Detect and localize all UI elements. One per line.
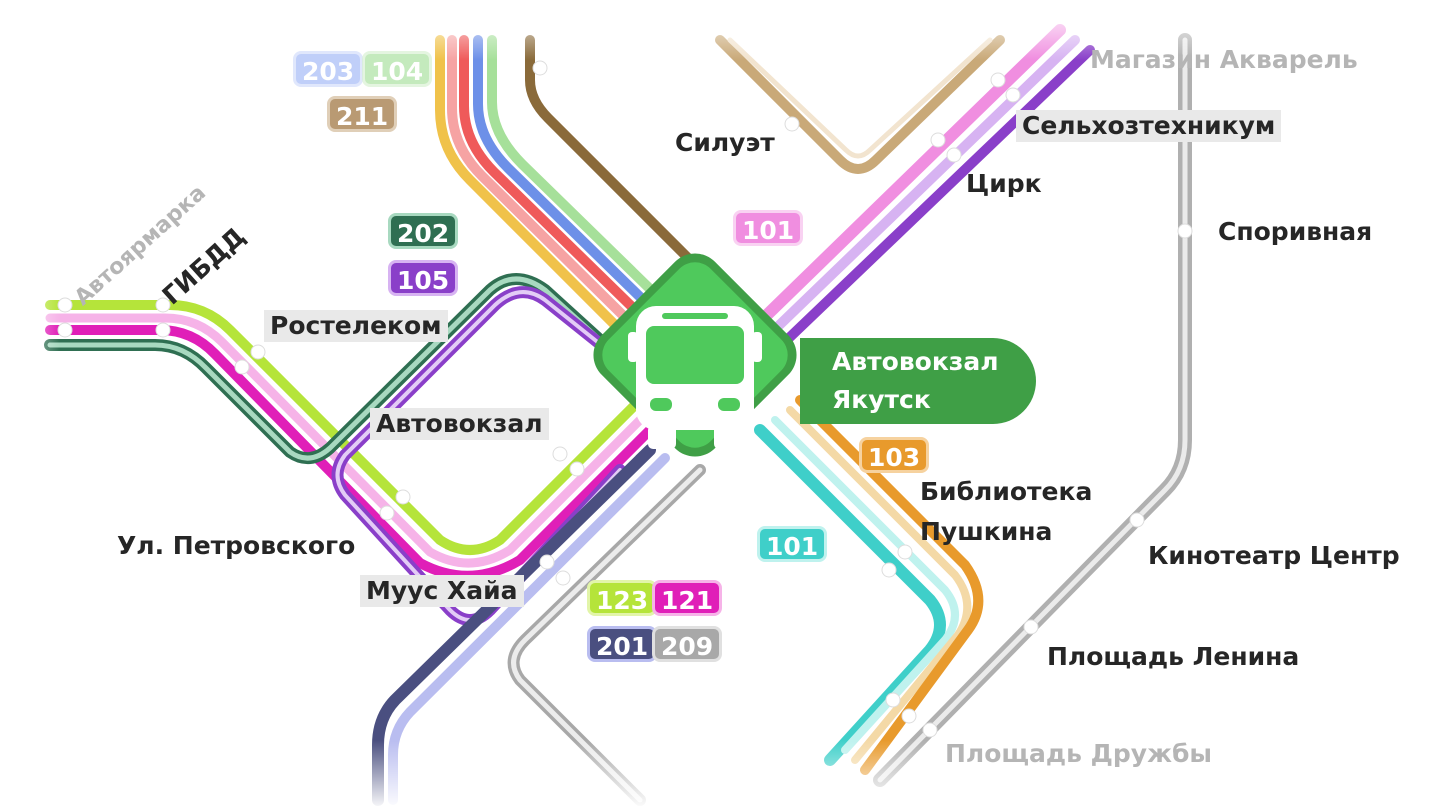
hub-name-line1: Автовокзал [832, 347, 999, 376]
station-label-avtovokzal[interactable]: Автовокзал [370, 408, 549, 440]
station-dot[interactable] [897, 544, 913, 560]
route-bundle-north [435, 35, 705, 365]
hub-label-box[interactable] [800, 338, 1036, 424]
route-badge-104[interactable]: 104 [362, 51, 433, 87]
station-dot[interactable] [990, 72, 1006, 88]
station-dot[interactable] [885, 692, 901, 708]
station-dot[interactable] [1177, 223, 1193, 239]
station-dot[interactable] [379, 505, 395, 521]
station-label-rostelecom[interactable]: Ростелеком [264, 310, 448, 342]
route-badge-103[interactable]: 103 [859, 437, 930, 473]
station-dot[interactable] [881, 562, 897, 578]
route-line-lightgreen [487, 35, 695, 333]
station-label-sporivnaya[interactable]: Споривная [1218, 217, 1373, 246]
route-line-red [459, 35, 675, 349]
route-line-pink [447, 35, 665, 357]
route-badge-101-south[interactable]: 101 [757, 526, 828, 562]
station-label-biblioteka-text: Библиотека Пушкина [920, 477, 1093, 546]
station-dot[interactable] [155, 322, 171, 338]
station-label-magazin[interactable]: Магазин Акварель [1090, 45, 1358, 74]
station-label-petrovskogo[interactable]: Ул. Петровского [117, 531, 356, 560]
station-dot[interactable] [922, 722, 938, 738]
station-dots [57, 60, 1193, 738]
hub-label: Автовокзал Якутск [832, 343, 999, 419]
station-label-siluet[interactable]: Силуэт [675, 128, 775, 157]
station-label-ploshad-druzhby[interactable]: Площадь Дружбы [945, 739, 1213, 768]
route-line-blue [473, 35, 685, 341]
route-bundle-west [44, 273, 665, 581]
route-grey-right [873, 33, 1192, 787]
station-dot[interactable] [555, 570, 571, 586]
station-label-kinoteatr[interactable]: Кинотеатр Центр [1148, 541, 1400, 570]
route-line-yellow [435, 35, 655, 365]
station-dot[interactable] [539, 554, 555, 570]
station-dot[interactable] [901, 708, 917, 724]
station-dot[interactable] [569, 461, 585, 477]
route-badge-202[interactable]: 202 [388, 213, 459, 249]
route-siluet-loop [715, 35, 1005, 174]
station-label-ploshad-lenina[interactable]: Площадь Ленина [1047, 642, 1300, 671]
station-label-selkhoztekhnikum[interactable]: Сельхозтехникум [1016, 110, 1282, 142]
station-dot[interactable] [552, 446, 568, 462]
station-dot[interactable] [946, 147, 962, 163]
station-label-biblioteka[interactable]: Библиотека Пушкина [920, 472, 1100, 552]
station-dot[interactable] [1005, 87, 1021, 103]
route-bundle-se [754, 395, 984, 775]
station-dot[interactable] [784, 116, 800, 132]
station-dot[interactable] [57, 297, 73, 313]
route-badge-123[interactable]: 123 [587, 580, 658, 616]
station-dot[interactable] [1023, 619, 1039, 635]
station-dot[interactable] [250, 344, 266, 360]
route-badge-201[interactable]: 201 [587, 626, 658, 662]
route-line-brown [525, 35, 705, 275]
route-badge-121[interactable]: 121 [652, 580, 723, 616]
station-dot[interactable] [155, 297, 171, 313]
station-label-muus-khaya[interactable]: Муус Хайа [360, 575, 524, 607]
station-dot[interactable] [532, 60, 548, 76]
route-badge-203[interactable]: 203 [293, 51, 364, 87]
station-dot[interactable] [1129, 512, 1145, 528]
station-dot[interactable] [395, 489, 411, 505]
route-badge-105[interactable]: 105 [388, 260, 459, 296]
route-badge-209[interactable]: 209 [652, 626, 723, 662]
station-dot[interactable] [234, 359, 250, 375]
route-badge-211[interactable]: 211 [327, 96, 398, 132]
hub-name-line2: Якутск [832, 385, 931, 414]
station-label-cirk[interactable]: Цирк [966, 169, 1042, 198]
route-badge-101-north[interactable]: 101 [733, 210, 804, 246]
bus-icon [628, 306, 762, 449]
station-dot[interactable] [57, 322, 73, 338]
station-dot[interactable] [930, 132, 946, 148]
